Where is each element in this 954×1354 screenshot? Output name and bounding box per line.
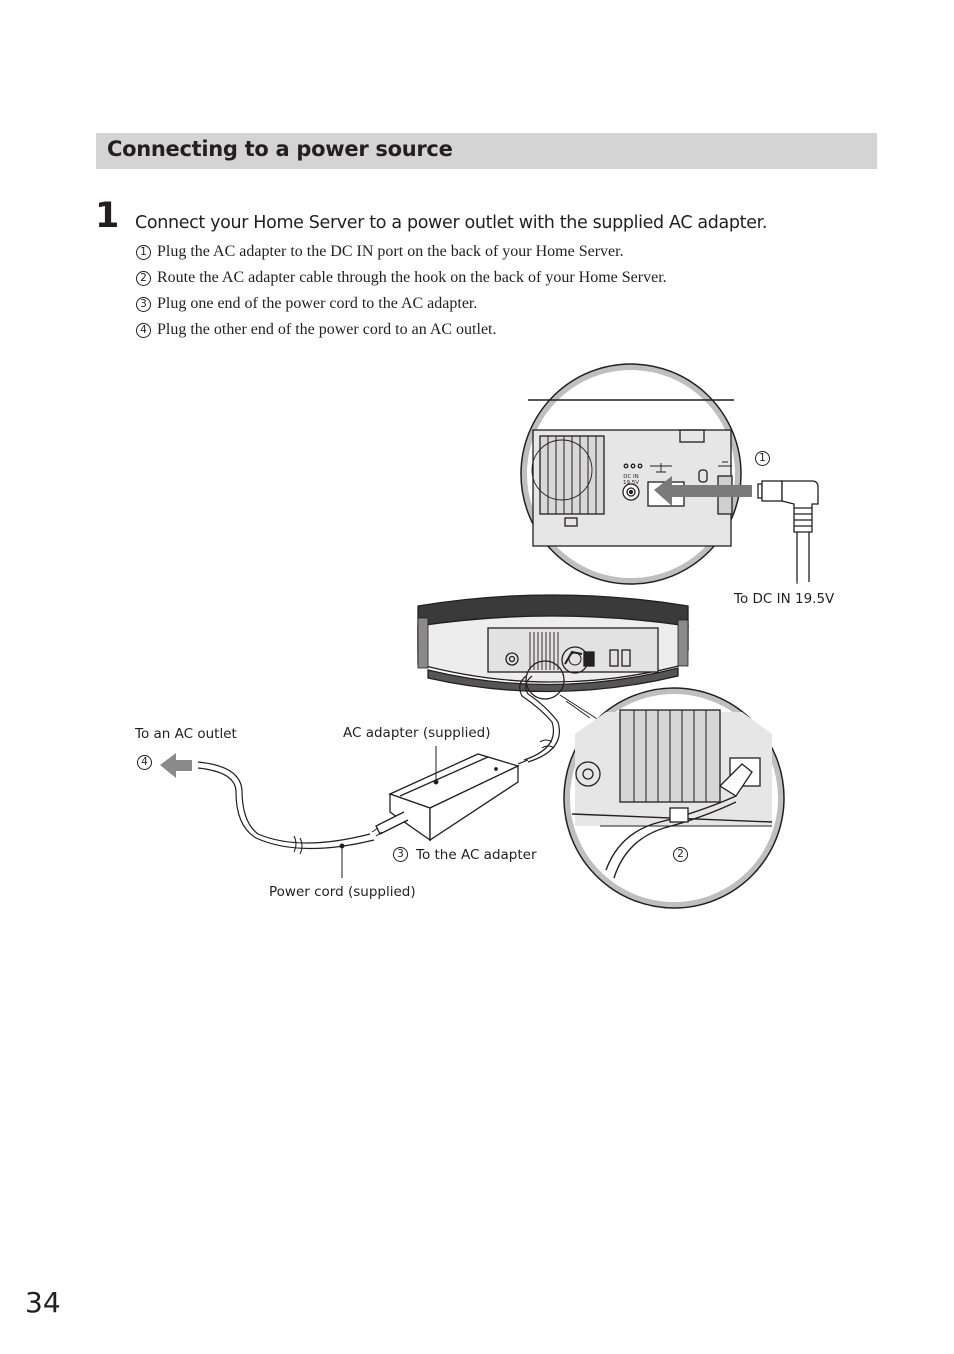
substep-text: Plug the AC adapter to the DC IN port on…: [157, 243, 624, 260]
callout-1: 1: [755, 451, 770, 466]
label-ac-adapter: AC adapter (supplied): [343, 725, 491, 741]
step-instruction: Connect your Home Server to a power outl…: [135, 213, 768, 233]
substep-text: Plug one end of the power cord to the AC…: [157, 295, 478, 312]
substep-text: Route the AC adapter cable through the h…: [157, 269, 667, 286]
circled-number: 1: [136, 244, 151, 260]
port-dc-label: DC IN: [623, 474, 639, 480]
section-title: Connecting to a power source: [107, 137, 453, 161]
dc-plug: [757, 480, 819, 582]
substep-3: 3 Plug one end of the power cord to the …: [136, 293, 477, 315]
zoom-detail-cable-hook: [563, 687, 785, 909]
power-cord-illustration: [197, 761, 375, 855]
ac-adapter-illustration: [371, 753, 529, 842]
substep-text: Plug the other end of the power cord to …: [157, 321, 497, 338]
step-number: 1: [95, 196, 120, 236]
substep-2: 2 Route the AC adapter cable through the…: [136, 267, 667, 289]
circled-number: 4: [136, 322, 151, 338]
label-dc-in: To DC IN 19.5V: [734, 591, 835, 607]
callout-3: 3: [393, 847, 408, 862]
callout-2: 2: [673, 847, 688, 862]
circled-number: 3: [136, 296, 151, 312]
substep-4: 4 Plug the other end of the power cord t…: [136, 319, 496, 341]
section-header-bar: Connecting to a power source: [96, 133, 877, 169]
callout-4: 4: [137, 755, 152, 770]
label-power-cord: Power cord (supplied): [269, 884, 416, 900]
substep-1: 1 Plug the AC adapter to the DC IN port …: [136, 241, 624, 263]
home-server-illustration: [417, 594, 689, 700]
port-dc-voltage: 19.5V: [623, 480, 639, 486]
label-to-ac-adapter: To the AC adapter: [416, 847, 537, 863]
page-number: 34: [25, 1286, 61, 1319]
circled-number: 2: [136, 270, 151, 286]
label-ac-outlet: To an AC outlet: [135, 726, 237, 742]
